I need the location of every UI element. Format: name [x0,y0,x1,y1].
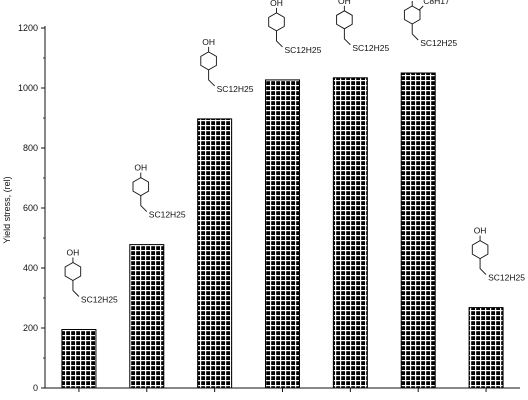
extra-bond [418,5,424,11]
oh-label: OH [338,0,351,6]
substituent-label: SC12H25 [81,295,118,305]
substituent-label: SC12H25 [420,38,457,48]
y-tick-label: 1000 [18,83,38,93]
axes-layer: 0 200 400 600 800 1000 1200 [18,23,520,393]
chain-bond [479,258,487,275]
structure-3: OH SC12H25 [200,37,254,94]
extra-substituent-label: C8H17 [423,0,450,6]
oh-label: OH [134,163,147,173]
bar-1 [61,329,97,389]
substituent-label: SC12H25 [352,43,389,53]
bar-6 [400,72,436,389]
y-tick-label: 800 [23,143,38,153]
chain-bond [276,30,283,48]
chain-bond [343,28,351,46]
chain-bond [411,24,419,41]
y-tick-label: 400 [23,263,38,273]
y-tick-label: 1200 [18,23,38,33]
structure-1: OH SC12H25 [64,248,118,305]
bar-3 [197,118,233,389]
benzene-ring-icon [336,10,353,30]
structure-5: OH SC12H25 [336,0,389,53]
benzene-ring-icon [471,240,489,260]
y-axis-title: Yield stress, (rel) [2,176,12,243]
benzene-ring-icon [403,5,421,25]
oh-label: OH [67,248,80,258]
chain-bond [72,280,80,297]
structure-4: OH SC12H25 [268,0,322,55]
benzene-ring-icon [132,177,150,197]
bars-layer [61,72,504,389]
benzene-ring-icon [200,51,217,71]
y-tick-label: 200 [23,323,38,333]
substituent-label: SC12H25 [488,273,525,283]
oh-label: OH [474,226,487,236]
oh-label: OH [202,37,215,47]
oh-label: OH [270,0,283,8]
substituent-label: SC12H25 [285,45,322,55]
structure-7: OH SC12H25 [471,226,525,283]
benzene-ring-icon [268,12,285,32]
structures-layer: OHSC12H25OHSC12H25OHSC12H25OHSC12H25OHSC… [64,0,525,305]
structure-2: OH SC12H25 [132,163,186,220]
y-tick-label: 600 [23,203,38,213]
bar-5 [332,77,368,389]
y-tick-label: 0 [33,383,38,393]
structure-6: OH SC12H25 C8H17 [403,0,457,48]
bar-7 [468,307,504,389]
substituent-label: SC12H25 [149,210,186,220]
bar-4 [265,79,300,389]
substituent-label: SC12H25 [217,84,254,94]
oh-label: OH [406,0,419,1]
chain-bond [208,69,215,87]
bar-2 [129,244,165,389]
chain-bond [140,195,148,212]
benzene-ring-icon [64,261,82,282]
